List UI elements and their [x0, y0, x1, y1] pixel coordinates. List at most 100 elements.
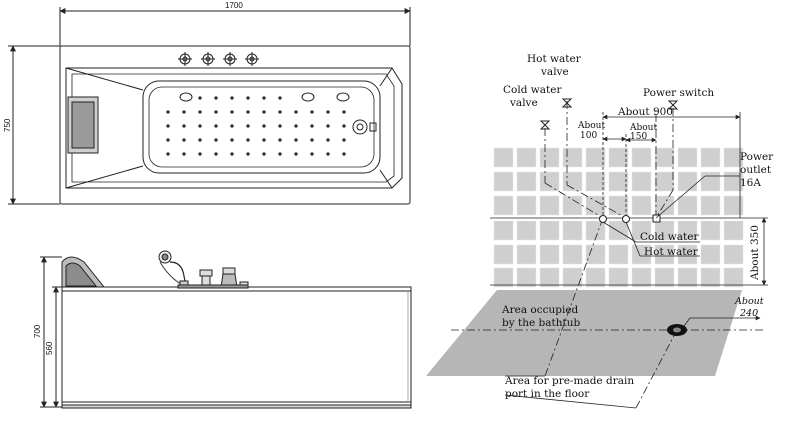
jet-dot: [342, 124, 346, 128]
jet-dot: [214, 96, 218, 100]
wall-tile: [516, 220, 537, 241]
rim-controls: [178, 52, 259, 66]
jet-dot: [166, 152, 170, 156]
wall-tile: [493, 195, 514, 216]
jet-dot: [310, 138, 314, 142]
jet-dot: [262, 124, 266, 128]
installation-view: Hot water valve Cold water valve Power s…: [426, 53, 774, 409]
about-240-label-2: 240: [739, 308, 758, 319]
about-100-label-2: 100: [580, 131, 597, 141]
wall-tile: [539, 244, 560, 265]
tub-shell: [65, 67, 403, 189]
area-drain-label-1: Area for pre-made drain: [504, 375, 634, 387]
hot-water-valve-label-2: valve: [540, 66, 569, 78]
jet-dot: [262, 110, 266, 114]
jet-dot: [182, 110, 186, 114]
jet-dot: [278, 138, 282, 142]
jet-dot: [182, 138, 186, 142]
jet-dot: [326, 110, 330, 114]
area-bathtub-label-2: by the bathtub: [502, 317, 580, 329]
wall-tile: [654, 171, 675, 192]
wall-tile: [677, 195, 698, 216]
wall-tile: [631, 267, 652, 288]
cold-water-valve-symbol: [539, 120, 551, 130]
jet-dot: [310, 152, 314, 156]
jet-dot: [342, 138, 346, 142]
jet-dot: [214, 124, 218, 128]
wall-tile: [723, 244, 744, 265]
jet-dot: [198, 138, 202, 142]
power-outlet-label-3: 16A: [740, 177, 761, 189]
air-jets: [166, 96, 346, 156]
jet-dot: [278, 96, 282, 100]
wall-tile: [631, 147, 652, 168]
width-dimension: [59, 7, 411, 46]
power-outlet: [652, 214, 661, 223]
wall-tile: [585, 220, 606, 241]
wall-tile: [723, 195, 744, 216]
wall-tile: [608, 267, 629, 288]
wall-tile: [539, 195, 560, 216]
bathtub-floor-area: [426, 290, 742, 376]
wall-tile: [723, 267, 744, 288]
wall-tile: [562, 220, 583, 241]
jet-dot: [246, 138, 250, 142]
hot-water-outlet: [622, 215, 630, 223]
wall-tile: [723, 220, 744, 241]
jet-dot: [294, 138, 298, 142]
wall-tile: [677, 171, 698, 192]
wall-tile: [493, 171, 514, 192]
wall-tile: [585, 171, 606, 192]
power-outlet-label-2: outlet: [740, 164, 772, 176]
wall-tile: [631, 220, 652, 241]
overall-height-dimension: [40, 256, 62, 408]
wall-tile: [539, 147, 560, 168]
height-dimension-label: 750: [3, 118, 12, 132]
jet-dot: [294, 124, 298, 128]
jet-dot: [246, 110, 250, 114]
jet-dot: [198, 124, 202, 128]
wall-tile: [516, 147, 537, 168]
jet-dot: [166, 110, 170, 114]
wall-tile: [677, 267, 698, 288]
jet-dot: [198, 96, 202, 100]
wall-tile: [700, 267, 721, 288]
wall-tile: [585, 147, 606, 168]
jet-dot: [326, 152, 330, 156]
wall-tile: [516, 267, 537, 288]
jet-dot: [342, 152, 346, 156]
rim-height-label: 560: [45, 341, 54, 355]
jet-dot: [166, 138, 170, 142]
jet-dot: [246, 96, 250, 100]
wall-tile: [677, 147, 698, 168]
rim-height-dimension: [52, 286, 62, 408]
tile-wall: [493, 147, 744, 288]
wall-tile: [608, 171, 629, 192]
wall-tile: [608, 195, 629, 216]
about-240-label-1: About: [734, 296, 764, 307]
power-outlet-label-1: Power: [740, 151, 774, 163]
hand-shower: [158, 250, 189, 288]
wall-tile: [562, 171, 583, 192]
hot-water-label: Hot water: [644, 246, 699, 258]
overall-height-label: 700: [33, 324, 42, 338]
jet-dot: [310, 124, 314, 128]
wall-tile: [654, 220, 675, 241]
wall-tile: [677, 244, 698, 265]
wall-tile: [585, 195, 606, 216]
jet-dot: [182, 152, 186, 156]
wall-tile: [516, 195, 537, 216]
wall-tile: [562, 267, 583, 288]
wall-tile: [562, 244, 583, 265]
wall-tile: [493, 244, 514, 265]
jet-dot: [166, 124, 170, 128]
wall-tile: [654, 195, 675, 216]
side-faucets: [177, 267, 249, 289]
drain: [352, 119, 368, 135]
wall-tile: [608, 244, 629, 265]
jet-dot: [198, 152, 202, 156]
jet-dot: [230, 124, 234, 128]
bathing-well: [142, 80, 381, 174]
jet-dot: [214, 138, 218, 142]
tub-skirt: [61, 286, 412, 406]
